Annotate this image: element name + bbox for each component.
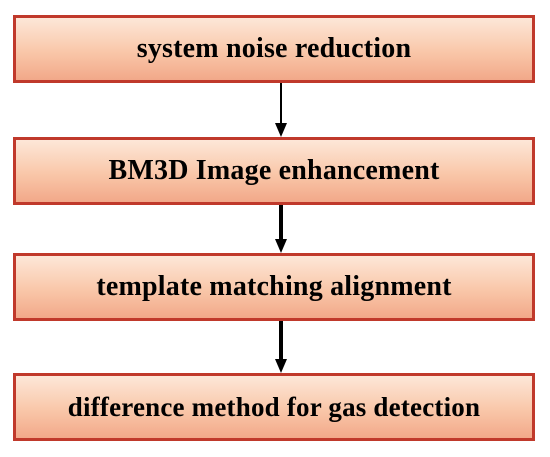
step-label: system noise reduction <box>136 33 412 64</box>
step-box-noise-reduction: system noise reduction <box>13 15 535 83</box>
step-box-bm3d-enhancement: BM3D Image enhancement <box>13 137 535 205</box>
step-box-template-matching: template matching alignment <box>13 253 535 321</box>
step-label: BM3D Image enhancement <box>108 155 440 186</box>
step-box-difference-detection: difference method for gas detection <box>13 373 535 441</box>
step-label: difference method for gas detection <box>67 391 481 422</box>
down-arrow-icon <box>274 205 288 253</box>
step-label: template matching alignment <box>96 271 452 302</box>
down-arrow-icon <box>274 83 288 137</box>
down-arrow-icon <box>274 321 288 373</box>
